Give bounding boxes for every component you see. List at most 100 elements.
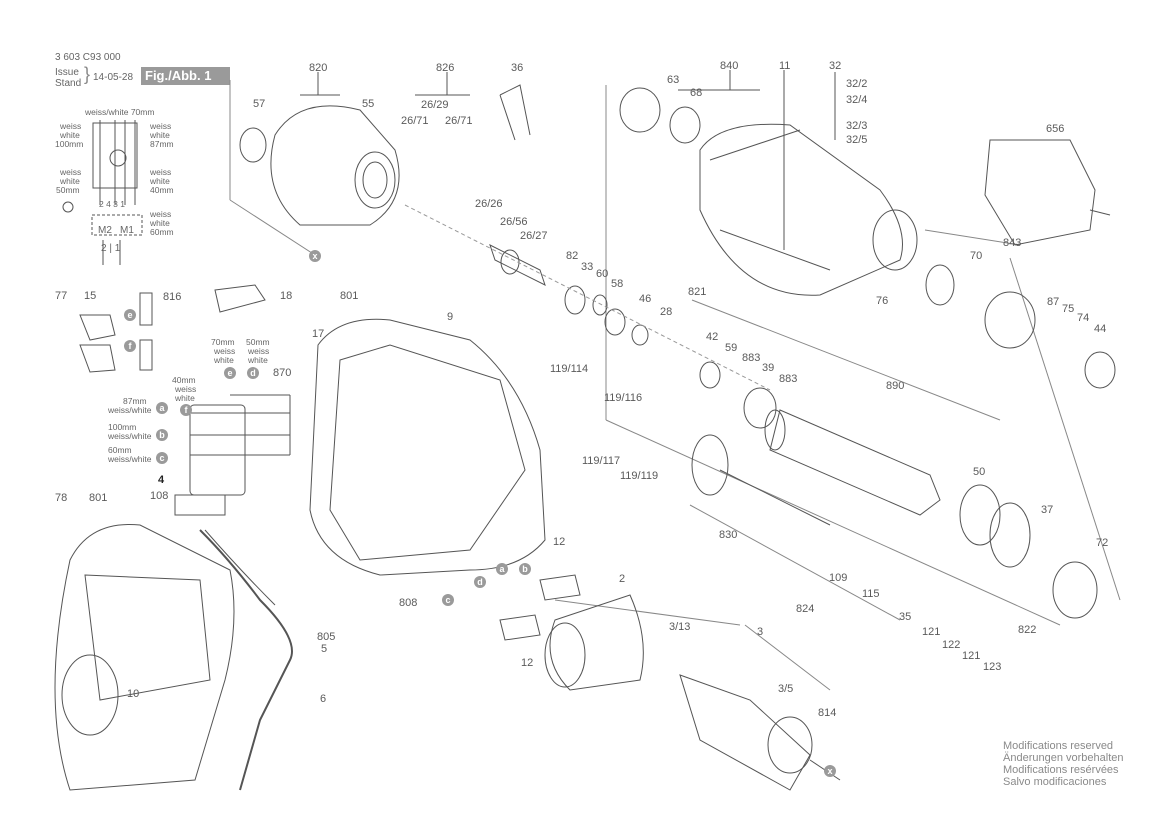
part-label: 816 (163, 291, 182, 303)
part-label: 808 (399, 597, 418, 609)
switch-wire-label: weiss/white (108, 405, 152, 415)
part-label: 883 (779, 373, 798, 385)
part-label: 35 (899, 611, 912, 623)
part-label: 121 (922, 626, 941, 638)
wiring-label: white (150, 130, 170, 140)
doc-number: 3 603 C93 000 (55, 52, 121, 63)
wiring-label: weiss (150, 167, 172, 177)
wiring-label: white (150, 218, 170, 228)
wiring-label: weiss (60, 167, 82, 177)
modifications-line: Modifications reserved (1003, 740, 1114, 752)
part-label: 26/29 (421, 99, 449, 111)
part-label: 32 (829, 60, 842, 72)
part-label: 60 (596, 268, 609, 280)
wiring-label: weiss/white 70mm (85, 107, 155, 117)
part-label-bold: 4 (158, 474, 165, 486)
part-label: 70 (970, 250, 983, 262)
part-label: 77 (55, 290, 68, 302)
switch-wire-label: weiss (214, 346, 236, 356)
part-label: 74 (1077, 312, 1090, 324)
wiring-label: white (60, 130, 80, 140)
part-label: 2 (619, 573, 626, 585)
part-label: 39 (762, 362, 775, 374)
part-label: 814 (818, 707, 837, 719)
wiring-label: 100mm (55, 139, 84, 149)
part-label: 10 (127, 688, 140, 700)
part-label: 821 (688, 286, 707, 298)
part-label: 805 (317, 631, 336, 643)
part-label: 36 (511, 62, 524, 74)
switch-wire-label: weiss (175, 384, 197, 394)
wiring-label: white (60, 176, 80, 186)
wiring-label: weiss (150, 121, 172, 131)
part-label: 75 (1062, 303, 1075, 315)
part-label: 32/2 (846, 78, 868, 90)
part-label: 12 (553, 536, 566, 548)
wiring-label: weiss (150, 209, 172, 219)
callout-circle: b (519, 563, 531, 575)
part-label: 50 (973, 466, 986, 478)
part-label: 32/5 (846, 134, 868, 146)
part-label: 109 (829, 572, 848, 584)
part-label: 108 (150, 490, 169, 502)
part-label: 843 (1003, 237, 1022, 249)
part-label: 78 (55, 492, 68, 504)
part-label: 87 (1047, 296, 1060, 308)
brace: } (84, 64, 91, 84)
part-label: 32/3 (846, 120, 868, 132)
part-label: 26/27 (520, 230, 548, 242)
part-label: 26/71 (445, 115, 473, 127)
switch-wire-label: weiss/white (108, 454, 152, 464)
part-label: 890 (886, 380, 905, 392)
part-label: 11 (779, 60, 791, 72)
part-label: 76 (876, 295, 889, 307)
part-label: 123 (983, 661, 1002, 673)
callout-circle: b (156, 429, 168, 441)
modifications-note: Modifications reserved Änderungen vorbeh… (1003, 740, 1123, 788)
figure-label: Fig./Abb. 1 (141, 67, 230, 85)
part-label: 17 (312, 328, 325, 340)
part-label: 26/26 (475, 198, 503, 210)
part-label: 122 (942, 639, 961, 651)
part-label: 12 (521, 657, 534, 669)
wiring-label: 50mm (56, 185, 80, 195)
callout-circle: f (180, 404, 192, 416)
wiring-label: 87mm (150, 139, 174, 149)
wiring-bottom: 2 | 1 (101, 243, 121, 254)
part-label: 32/4 (846, 94, 868, 106)
part-label: 55 (362, 98, 375, 110)
part-label: 3 (757, 626, 764, 638)
callout-circle: e (124, 309, 136, 321)
part-label: 822 (1018, 624, 1037, 636)
part-label: 3/13 (669, 621, 691, 633)
switch-wire-label: 100mm (108, 422, 137, 432)
part-label: 119/116 (604, 392, 643, 404)
wiring-label: weiss (60, 121, 82, 131)
switch-wire-label: 70mm (211, 337, 235, 347)
part-label: 28 (660, 306, 673, 318)
wiring-label: 40mm (150, 185, 174, 195)
part-label: 840 (720, 60, 739, 72)
switch-wire-label: 40mm (172, 375, 196, 385)
part-label: 119/114 (550, 363, 589, 375)
part-label: 15 (84, 290, 97, 302)
part-label: 121 (962, 650, 981, 662)
issue-label: Issue (55, 67, 79, 78)
switch-wire-label: white (175, 393, 195, 403)
part-label: 5 (321, 643, 328, 655)
switch-wire-label: 87mm (123, 396, 147, 406)
wiring-label: 60mm (150, 227, 174, 237)
switch-wire-label: white (248, 355, 268, 365)
part-label: 26/71 (401, 115, 429, 127)
issue-date: 14-05-28 (93, 72, 134, 83)
switch-wire-label: weiss (248, 346, 270, 356)
part-label: 3/5 (778, 683, 794, 695)
part-label: 26/56 (500, 216, 528, 228)
modifications-line: Salvo modificaciones (1003, 776, 1107, 788)
part-label: 883 (742, 352, 761, 364)
switch-wire-label: weiss/white (108, 431, 152, 441)
part-label: 57 (253, 98, 266, 110)
part-label: 59 (725, 342, 738, 354)
